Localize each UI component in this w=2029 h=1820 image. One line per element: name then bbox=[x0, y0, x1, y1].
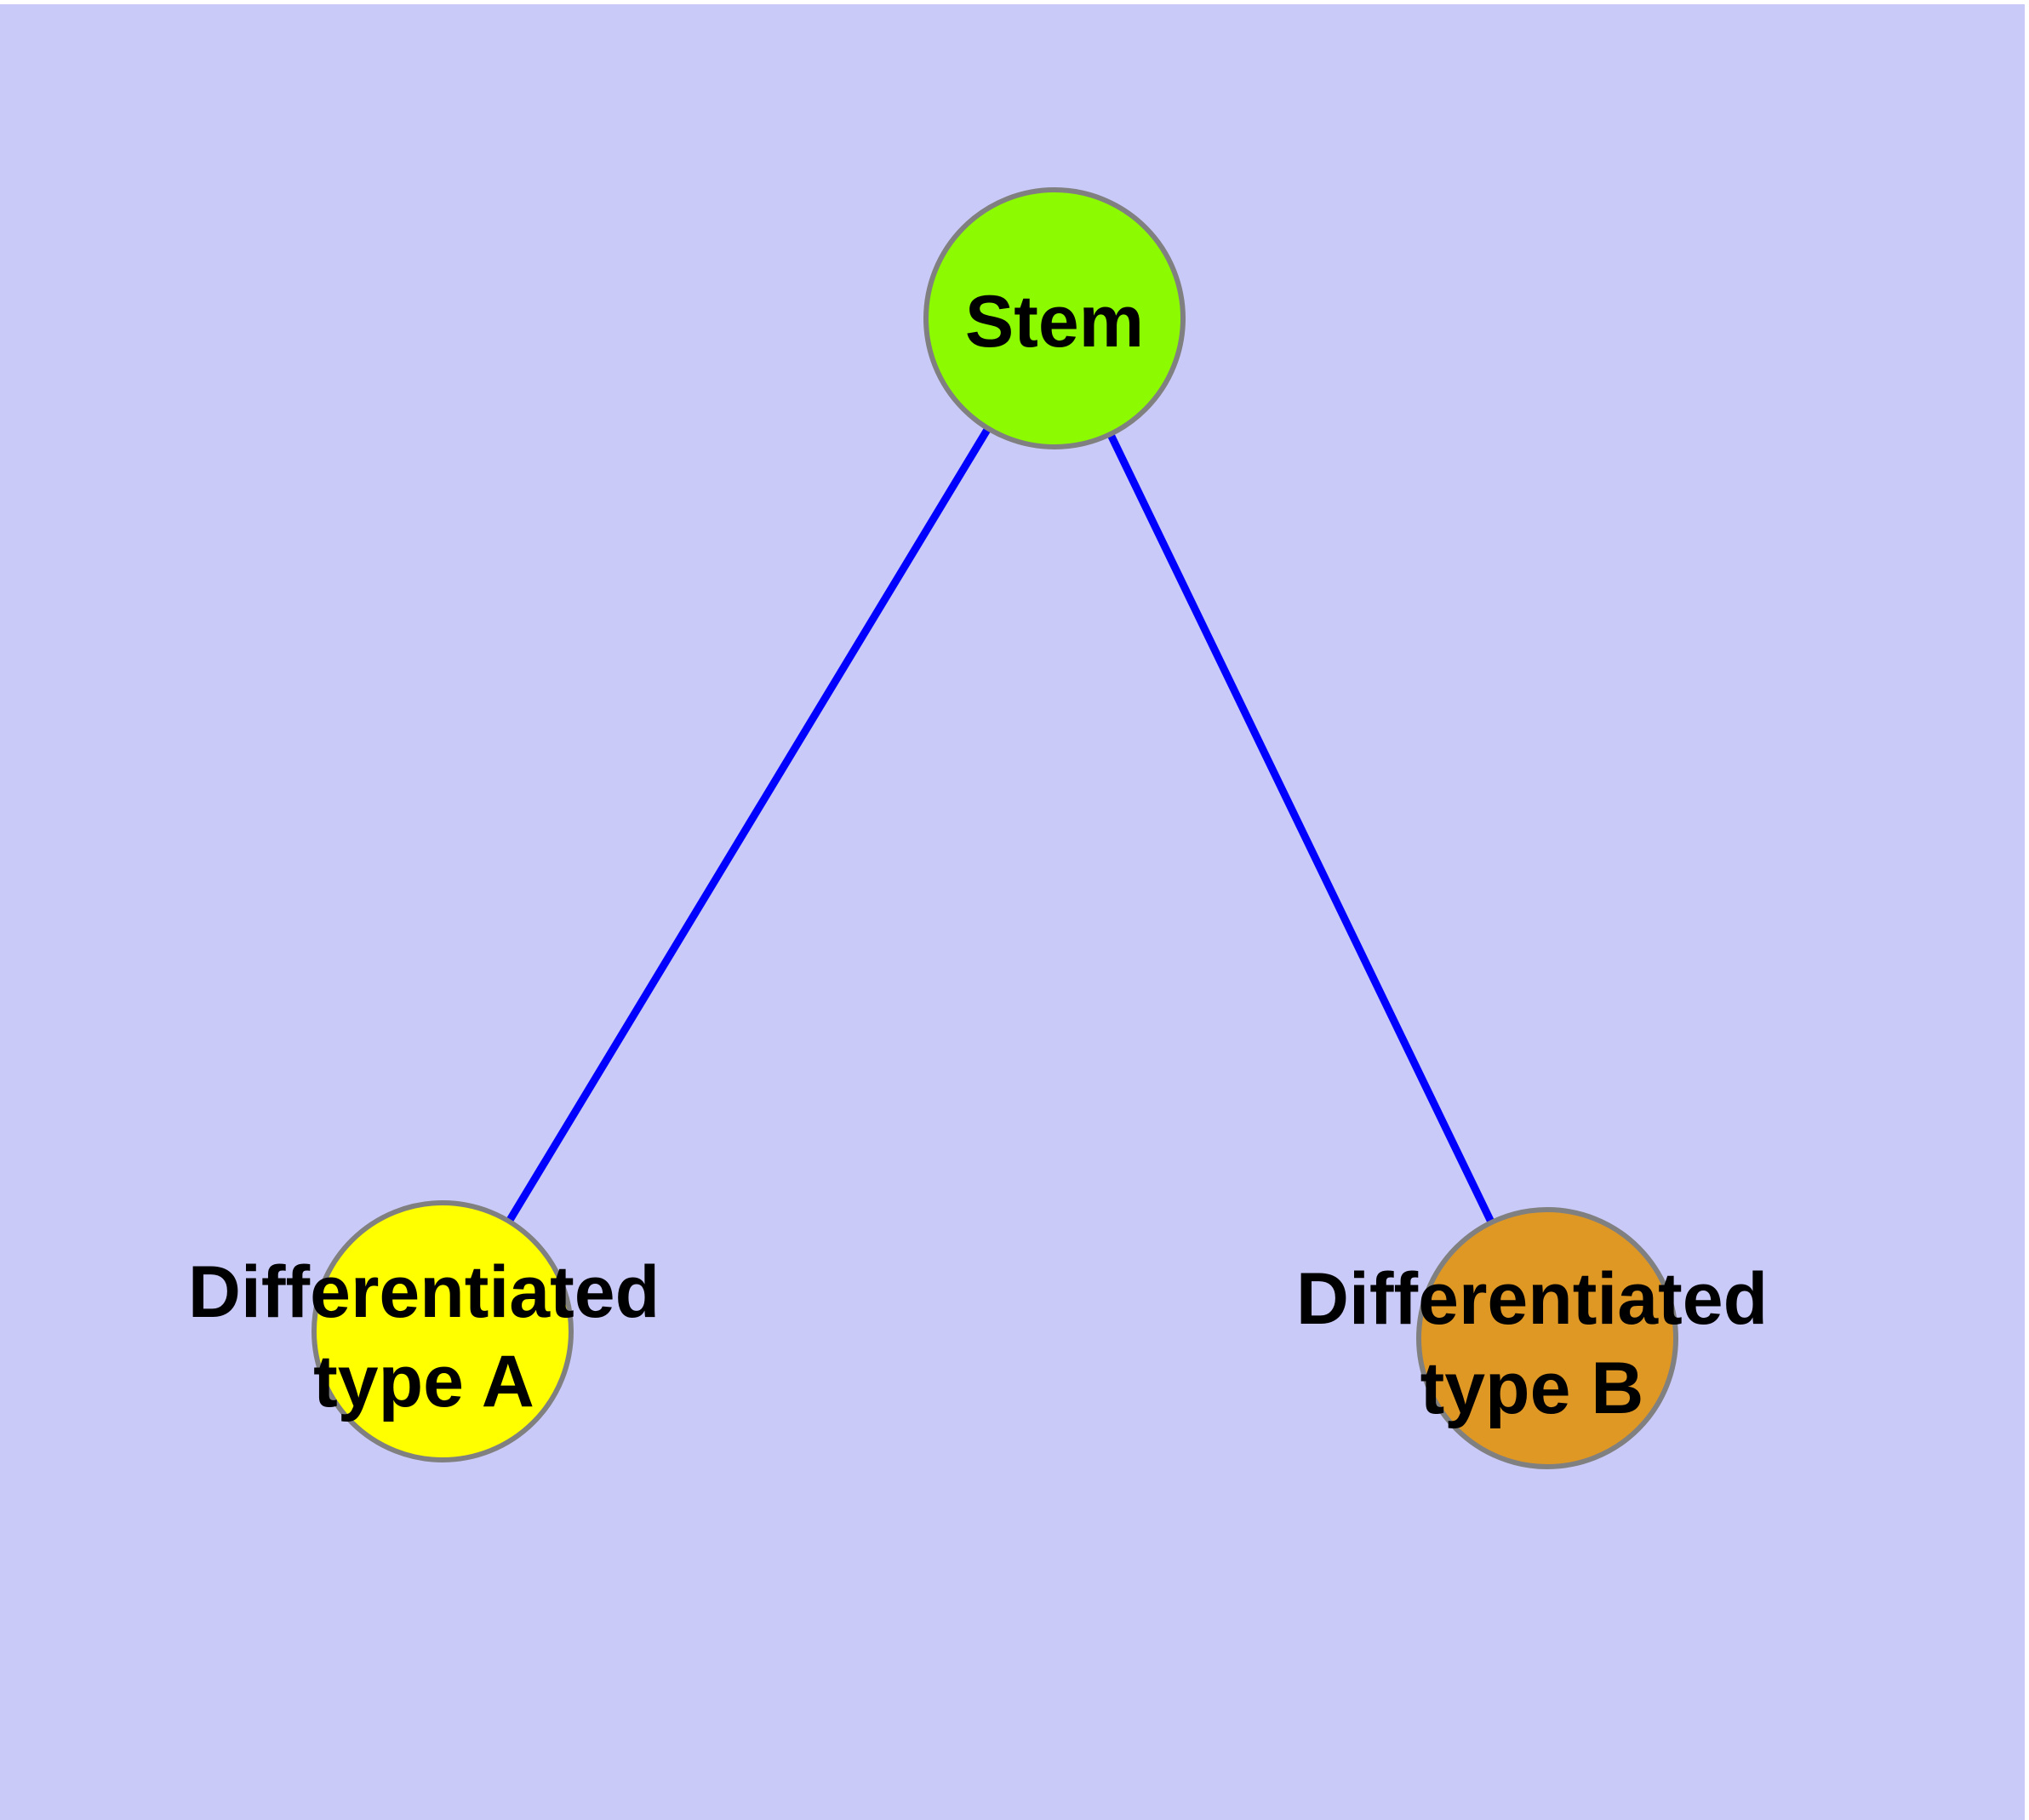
node-differentiated-type-a: Differentiated type A bbox=[188, 1200, 660, 1462]
node-stem-circle bbox=[923, 187, 1186, 449]
node-differentiated-type-b: Differentiated type B bbox=[1296, 1207, 1768, 1469]
node-differentiated-type-a-label-line2: type A bbox=[313, 1341, 534, 1422]
edge-stem-to-type-a bbox=[439, 316, 1058, 1334]
edge-stem-to-type-b bbox=[1050, 317, 1552, 1340]
node-differentiated-type-b-label-line2: type B bbox=[1420, 1348, 1644, 1429]
node-differentiated-type-b-circle bbox=[1416, 1207, 1678, 1469]
edges bbox=[439, 316, 1552, 1340]
node-stem-label: Stem bbox=[965, 281, 1144, 363]
node-differentiated-type-b-label-line1: Differentiated bbox=[1296, 1258, 1768, 1340]
node-differentiated-type-a-label-line1: Differentiated bbox=[188, 1251, 660, 1333]
node-differentiated-type-a-circle bbox=[311, 1200, 574, 1462]
node-stem: Stem bbox=[923, 187, 1186, 449]
